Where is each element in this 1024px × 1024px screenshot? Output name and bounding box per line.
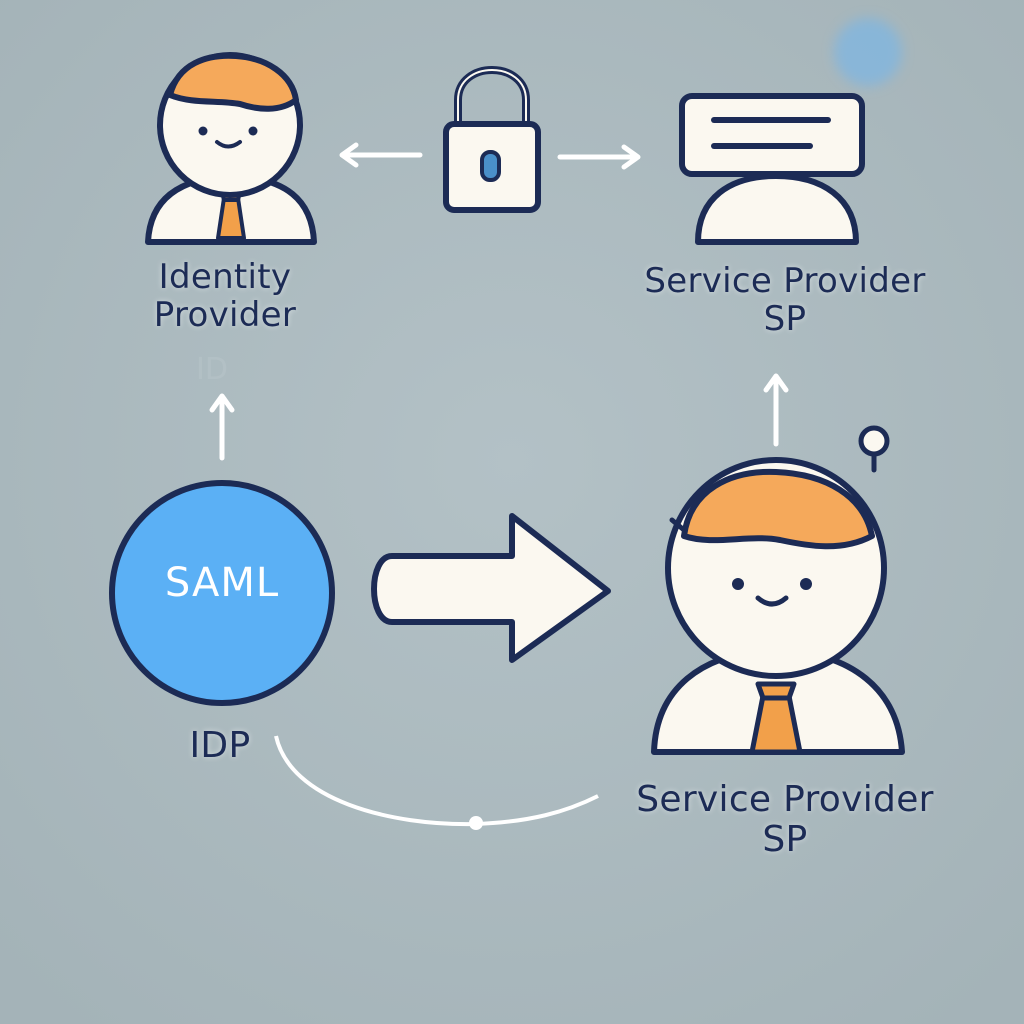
service-provider-bottom-label: Service Provider SP (585, 779, 985, 861)
identity-provider-person-icon (145, 52, 317, 245)
pin-icon (858, 425, 890, 473)
arrow-right-icon (557, 144, 641, 170)
identity-provider-line1: Identity (158, 257, 292, 297)
arrow-up-icon (763, 373, 789, 447)
lock-icon (443, 66, 541, 213)
service-provider-top-line2: SP (763, 299, 807, 340)
service-provider-bottom-line2: SP (762, 819, 808, 861)
decorative-glow (834, 18, 902, 86)
server-icon (679, 93, 865, 245)
saml-label: SAML (164, 560, 280, 606)
identity-provider-line2: Provider (153, 295, 297, 336)
service-provider-top-label: Service Provider SP (590, 262, 980, 338)
arrow-up-icon (209, 393, 235, 461)
identity-provider-label: Identity Provider (110, 258, 340, 334)
service-provider-bottom-line1: Service Provider (636, 779, 934, 820)
big-arrow-right-icon (371, 513, 611, 663)
idp-label: IDP (189, 725, 251, 766)
faded-id-label: ID (196, 352, 228, 387)
saml-circle-icon (109, 480, 335, 706)
connector-curve (274, 735, 599, 830)
arrow-left-icon (339, 142, 423, 168)
service-provider-top-line1: Service Provider (644, 261, 926, 301)
service-provider-person-icon (651, 457, 905, 755)
